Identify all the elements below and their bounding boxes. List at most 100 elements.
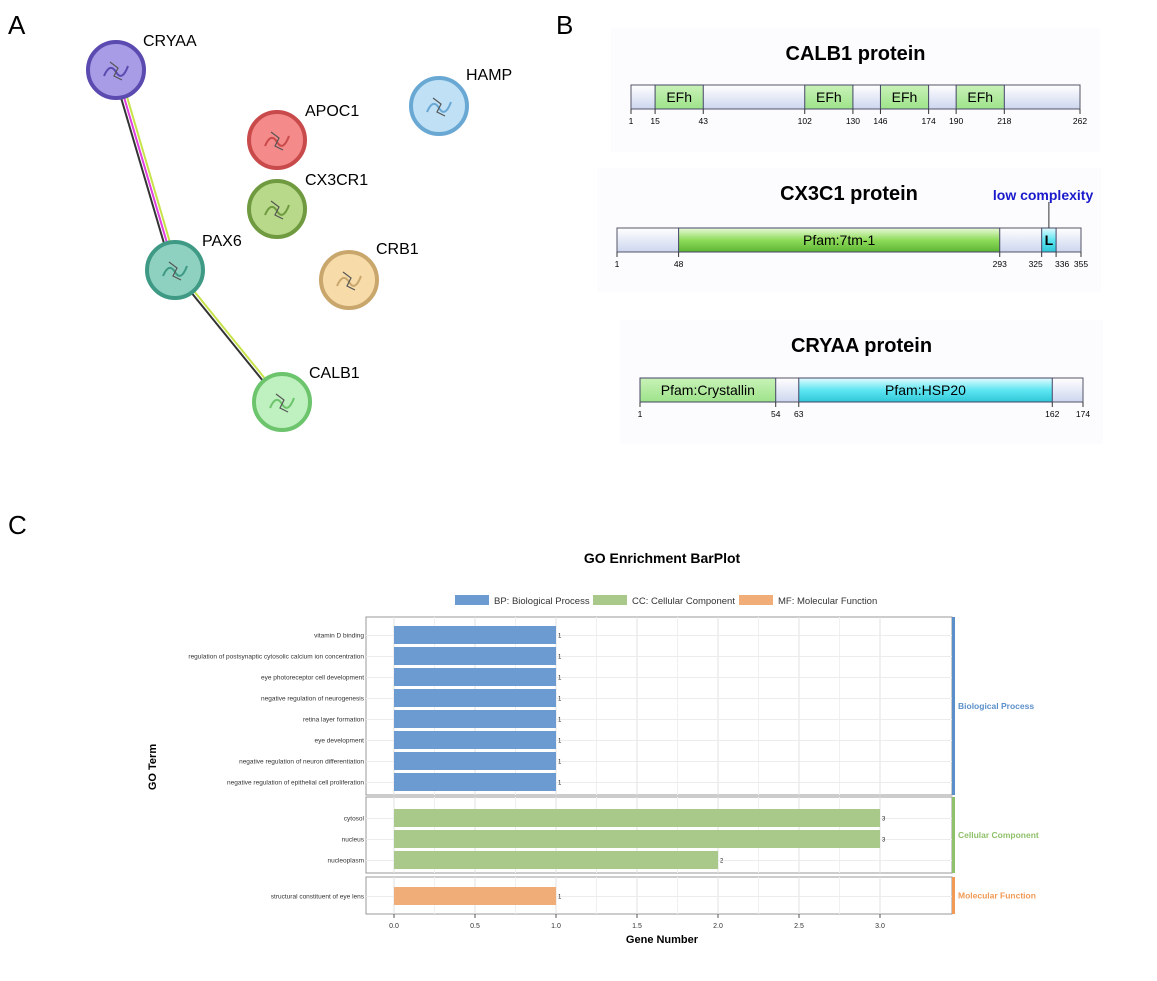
network-edge-cryaa-pax6 [117,68,179,270]
legend-label: MF: Molecular Function [778,596,877,607]
node-circle [145,240,205,300]
y-tick-label: negative regulation of epithelial cell p… [227,780,364,787]
icon-path [432,97,446,117]
domain-label: EFh [967,89,993,105]
tick-label: 1 [615,259,620,269]
tick-label: 355 [1074,259,1088,269]
domain-label: Pfam:7tm-1 [803,232,876,248]
y-tick-label: eye development [314,738,364,745]
node-circle [86,40,146,100]
domain-label: L [1045,232,1054,248]
network-edge-cryaa-pax6 [115,69,176,271]
protein-domain [798,377,1053,403]
bar [394,809,880,827]
protein-structure-icon [426,97,452,117]
icon-path [168,261,182,281]
tick-label: 174 [1076,409,1090,419]
y-tick-label: cytosol [344,816,365,823]
facet-label: Cellular Component [958,830,1039,840]
bar [394,668,556,686]
facet-strip [952,797,955,873]
legend-label: BP: Biological Process [494,596,590,607]
bar-value-label: 1 [558,781,562,787]
node-label: APOC1 [305,103,359,120]
bar [394,710,556,728]
tick-label: 190 [949,116,963,126]
bar [394,773,556,791]
protein-domain [654,84,704,110]
node-circle [409,76,469,136]
y-axis-label: GO Term [147,744,159,790]
panel-letter-b: B [556,10,574,40]
network-node-apoc1: APOC1 [247,103,359,170]
y-tick-label: nucleoplasm [328,858,365,865]
y-tick-label: eye photoreceptor cell development [261,675,364,682]
node-label: CRB1 [376,241,419,258]
domain-label: Pfam:Crystallin [661,382,755,398]
node-label: CALB1 [309,365,360,382]
x-tick-label: 2.0 [713,923,723,930]
y-tick-label: negative regulation of neuron differenti… [239,759,364,766]
panel-letter-c: C [8,510,27,540]
x-tick-label: 2.5 [794,923,804,930]
bar [394,647,556,665]
legend-item: CC: Cellular Component [593,595,735,607]
y-tick-label: retina layer formation [303,717,364,724]
protein-domain [804,84,854,110]
protein-structure-icon [162,261,188,281]
protein-domain [879,84,930,110]
protein-structure-icon [336,271,362,291]
legend-item: BP: Biological Process [455,595,590,607]
network-node-pax6: PAX6 [145,233,242,300]
protein-domain [955,84,1005,110]
legend-label: CC: Cellular Component [632,596,735,607]
x-tick-label: 0.0 [389,923,399,930]
icon-path [342,271,356,291]
protein-structure-icon [269,393,295,413]
network-node-crb1: CRB1 [319,241,419,310]
node-label: CX3CR1 [305,172,368,189]
node-circle [319,250,379,310]
domain-label: EFh [816,89,842,105]
annotation-label: low complexity [993,187,1094,203]
network-node-cryaa: CRYAA [86,33,197,100]
facet-strip [952,617,955,795]
x-axis-label: Gene Number [626,934,699,946]
node-circle [252,372,312,432]
icon-path [109,61,123,81]
tick-label: 1 [629,116,634,126]
tick-label: 336 [1055,259,1069,269]
node-circle [247,179,307,239]
protein-structure-icon [264,131,290,151]
bar-value-label: 1 [558,655,562,661]
bar-value-label: 1 [558,634,562,640]
protein-title: CRYAA protein [791,335,932,357]
network-node-hamp: HAMP [409,67,512,136]
icon-path [275,393,289,413]
protein-domain [639,377,777,403]
tick-label: 15 [650,116,660,126]
panel-letter-a: A [8,10,26,40]
tick-label: 102 [798,116,812,126]
tick-label: 162 [1045,409,1059,419]
node-label: HAMP [466,67,512,84]
bar-value-label: 1 [558,676,562,682]
protein-title: CX3C1 protein [780,183,918,205]
bar [394,626,556,644]
facet-label: Biological Process [958,701,1034,711]
y-tick-label: structural constituent of eye lens [271,894,365,901]
protein-structure-icon [103,61,129,81]
tick-label: 1 [638,409,643,419]
bar-value-label: 1 [558,718,562,724]
x-tick-label: 3.0 [875,923,885,930]
tick-label: 146 [873,116,887,126]
bar [394,752,556,770]
protein-structure-icon [264,200,290,220]
tick-label: 130 [846,116,860,126]
